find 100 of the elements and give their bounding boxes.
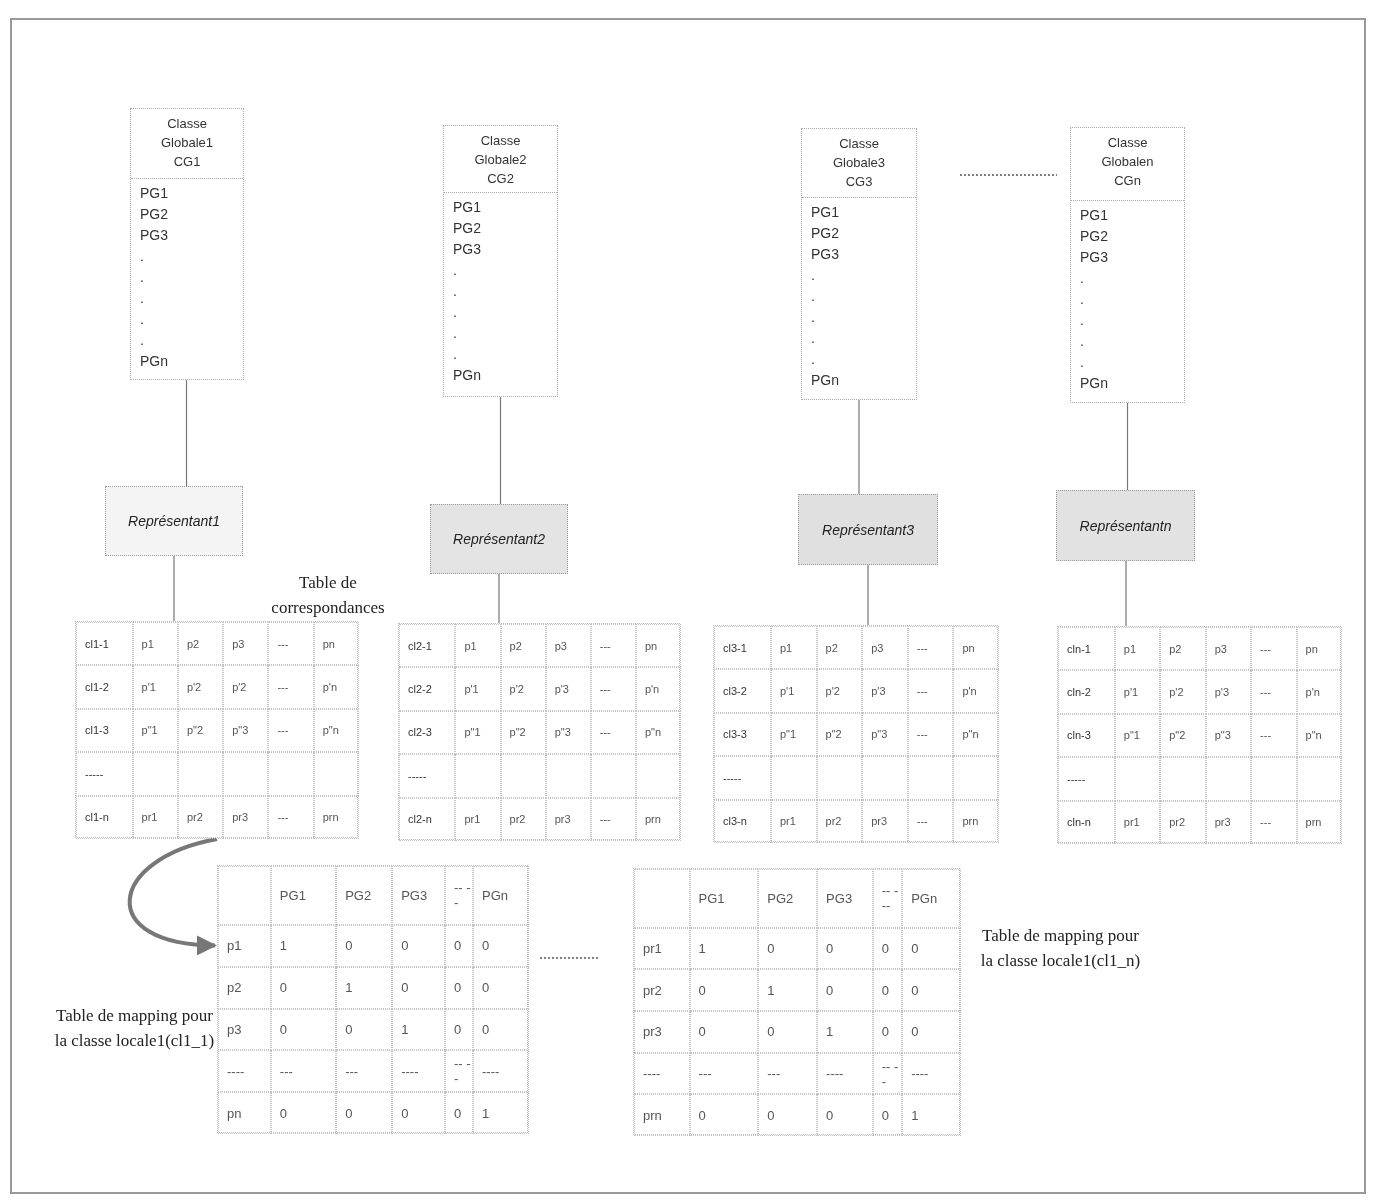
attribute-name: . [1080, 311, 1084, 330]
table-cell: p'2 [177, 665, 224, 709]
table-cell [816, 756, 863, 800]
table-cell: p'2 [1160, 670, 1206, 714]
table-cell: 1 [270, 924, 337, 967]
attribute-name: . [453, 282, 457, 301]
table-cell: pr1 [1114, 800, 1161, 844]
table-cell: --- [590, 667, 636, 711]
table-cell [634, 869, 690, 928]
attribute-name: . [811, 308, 815, 327]
attribute-name: . [811, 287, 815, 306]
table-cell [953, 756, 999, 800]
table-cell: PG1 [689, 869, 759, 928]
table-cell: cl1-n [76, 795, 133, 839]
table-cell: cl1-1 [76, 622, 133, 666]
table-cell [1296, 757, 1342, 801]
attribute-name: . [453, 303, 457, 322]
table-cell: cl2-3 [399, 710, 456, 755]
table-cell: prn [313, 795, 359, 839]
table-cell: p3 [1205, 627, 1252, 671]
table-cell: --- [268, 622, 314, 666]
attribute-name: PG1 [811, 203, 839, 222]
attribute-name: PG3 [1080, 248, 1108, 267]
table-cell: 1 [758, 969, 818, 1012]
table-cell: 0 [817, 969, 873, 1012]
table-cell: 0 [758, 927, 818, 970]
table-cell: 0 [689, 1094, 759, 1136]
table-cell: p'1 [132, 665, 178, 709]
table-cell: 0 [817, 927, 873, 970]
attribute-name: . [811, 266, 815, 285]
table-cell [132, 752, 178, 796]
table-cell: p"3 [862, 712, 908, 757]
attribute-name: PG3 [140, 226, 168, 245]
table-cell: p2 [218, 966, 271, 1009]
table-cell: p"2 [500, 710, 546, 755]
table-cell: pr1 [455, 797, 501, 841]
class-box [1070, 127, 1185, 403]
representative-box: Représentant2 [430, 504, 568, 574]
table-cell [771, 756, 817, 800]
table-cell: cl3-1 [714, 626, 771, 670]
table-cell [500, 754, 546, 798]
table-cell: cln-3 [1058, 713, 1115, 758]
attribute-name: . [811, 329, 815, 348]
table-caption: Table de mapping pour la classe locale1(cl1_1) [53, 1005, 216, 1052]
table-cell: p'3 [545, 667, 591, 711]
attribute-name: PG2 [140, 205, 168, 224]
table-cell: p'n [635, 667, 681, 711]
attribute-name: PG2 [1080, 227, 1108, 246]
table-cell: 0 [902, 1011, 961, 1053]
attribute-name: PG1 [140, 184, 168, 203]
table-cell: p2 [500, 624, 546, 668]
attribute-name: . [140, 247, 144, 266]
table-cell: cl2-n [399, 797, 456, 841]
table-cell: p'n [953, 669, 999, 713]
table-cell: --- [268, 665, 314, 709]
mapping-table [217, 865, 528, 1133]
table-cell: 0 [445, 1092, 473, 1134]
table-cell: prn [953, 799, 999, 843]
table-cell: cl3-n [714, 799, 771, 843]
table-cell: p2 [177, 622, 224, 666]
table-cell: 1 [902, 1094, 961, 1136]
table-cell: cl1-3 [76, 708, 133, 753]
table-cell: --- [268, 795, 314, 839]
table-cell: p3 [545, 624, 591, 668]
table-cell: --- [336, 1050, 393, 1093]
table-cell: p"2 [1160, 713, 1206, 758]
connector-line [858, 399, 860, 495]
connector-line [499, 396, 502, 505]
table-cell: 0 [902, 927, 961, 970]
table-cell: p3 [223, 622, 269, 666]
connector-line [173, 555, 175, 622]
table-cell: 0 [473, 1008, 529, 1051]
table-cell: --- [689, 1052, 759, 1095]
table-cell: p'2 [816, 669, 863, 713]
table-caption: Table de mapping pour la classe locale1(cl1_n) [979, 925, 1142, 972]
table-cell: 1 [336, 966, 393, 1009]
table-cell: 0 [689, 969, 759, 1012]
table-cell: p3 [862, 626, 908, 670]
table-cell: p1 [1114, 627, 1161, 671]
table-cell [313, 752, 359, 796]
table-cell: prn [635, 797, 681, 841]
table-cell: PGn [473, 866, 529, 925]
table-cell [177, 752, 224, 796]
table-cell: ----- [1058, 757, 1115, 801]
table-cell: pr2 [816, 799, 863, 843]
table-cell: 0 [758, 1094, 818, 1136]
table-cell: p1 [218, 924, 271, 967]
table-cell: 0 [270, 966, 337, 1009]
connector-line [498, 573, 500, 624]
table-cell: --- [1251, 670, 1297, 714]
table-cell [218, 866, 271, 925]
table-cell: p1 [455, 624, 501, 668]
table-cell: pr1 [634, 927, 690, 970]
table-cell: 0 [758, 1011, 818, 1053]
class-name: Classe Globalen CGn [1100, 134, 1155, 190]
table-cell: p"1 [771, 712, 817, 757]
table-cell: pr3 [634, 1011, 690, 1053]
curved-arrow [127, 837, 218, 955]
table-cell: --- [590, 710, 636, 755]
table-cell: 1 [392, 1008, 445, 1051]
